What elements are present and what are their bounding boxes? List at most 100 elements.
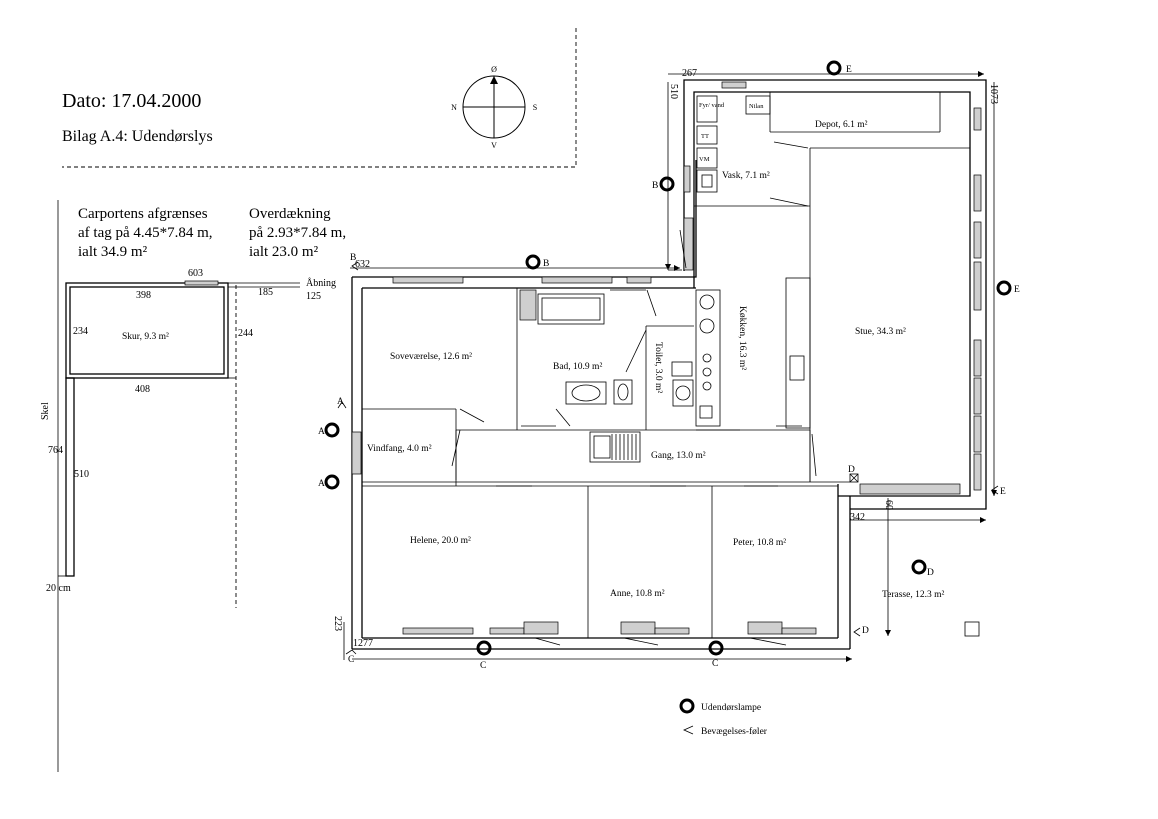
lamp-e-right: E [996, 280, 1020, 296]
room-depot: Depot, 6.1 m² [815, 120, 868, 130]
compass-s: S [533, 103, 537, 112]
shed [65, 280, 300, 577]
svg-text:Overdækning: Overdækning [249, 206, 331, 222]
room-skur: Skur, 9.3 m² [122, 332, 169, 342]
dim-603: 603 [188, 268, 203, 279]
dim-1073: 1073 [988, 84, 999, 104]
sensor-a: A [337, 397, 347, 409]
dim-125: 125 [306, 291, 321, 302]
room-vindfang: Vindfang, 4.0 m² [367, 443, 432, 454]
svg-text:B: B [543, 259, 549, 269]
legend-sensor-label: Bevægelses-føler [701, 726, 768, 737]
room-stue: Stue, 34.3 m² [855, 327, 906, 337]
date-title: Dato: 17.04.2000 [62, 90, 201, 112]
svg-text:Carportens afgrænses: Carportens afgrænses [78, 206, 208, 222]
dim-185: 185 [258, 287, 273, 298]
fixture-fyr: Fyr/ vand [699, 102, 725, 109]
svg-text:B: B [350, 253, 356, 263]
windows [351, 81, 982, 635]
room-bad: Bad, 10.9 m² [553, 362, 602, 372]
interior-walls [362, 92, 970, 638]
svg-text:A: A [318, 479, 325, 489]
dim-234: 234 [73, 326, 88, 337]
room-gang: Gang, 13.0 m² [651, 451, 706, 461]
skel-label: Skel [40, 402, 51, 420]
dim-244: 244 [238, 328, 253, 339]
dim-1277: 1277 [353, 638, 373, 649]
room-peter: Peter, 10.8 m² [733, 538, 786, 548]
dim-223: 223 [332, 616, 343, 631]
compass-v: V [491, 141, 497, 150]
room-toilet: Toilet, 3.0 m² [653, 342, 663, 393]
fixture-tt: TT [701, 133, 709, 140]
compass-rose: Ø V N S [451, 65, 537, 150]
lamp-a-upper: A [318, 422, 340, 438]
room-sovevaerelse: Soveværelse, 12.6 m² [390, 352, 472, 362]
fixtures: Fyr/ vand Nilan TT VM [537, 95, 811, 463]
dim-408: 408 [135, 384, 150, 395]
compass-o: Ø [491, 65, 497, 74]
dim-267: 267 [682, 68, 697, 79]
room-helene: Helene, 20.0 m² [410, 536, 471, 546]
svg-text:A: A [337, 397, 344, 407]
stair-icon [593, 434, 637, 460]
lamp-e-top: E [826, 60, 852, 76]
dim-60: 60 [883, 500, 894, 510]
sensor-d-marker [849, 473, 859, 483]
svg-text:D: D [927, 568, 934, 578]
svg-text:E: E [1014, 285, 1020, 295]
outdoor-lamps: E E B B A A C C [318, 60, 1020, 671]
legend-lamp-label: Udendørslampe [701, 703, 761, 713]
carport-note: Carportens afgrænses af tag på 4.45*7.84… [78, 206, 213, 260]
lamp-b-left: B [652, 176, 675, 192]
lamp-d-terrace: D [911, 559, 934, 578]
dim-632: 632 [355, 259, 370, 270]
lamp-a-lower: A [318, 474, 340, 490]
dim-342: 342 [850, 512, 865, 523]
room-vask: Vask, 7.1 m² [722, 171, 770, 181]
dim-510: 510 [74, 469, 89, 480]
svg-text:D: D [862, 626, 869, 636]
lamp-b-top: B [525, 254, 549, 270]
svg-text:A: A [318, 427, 325, 437]
sensor-b: B [350, 253, 359, 271]
svg-text:C: C [348, 655, 354, 665]
svg-text:C: C [480, 661, 486, 671]
svg-text:D: D [848, 465, 855, 475]
sensor-c: C [345, 649, 357, 665]
sensor-d: D D [848, 465, 869, 637]
room-koekken: Køkken, 16.3 m² [737, 306, 747, 370]
subtitle: Bilag A.4: Udendørslys [62, 128, 213, 145]
lamp-c-right: C [708, 640, 724, 669]
motion-sensors: B A C D D E [337, 253, 1006, 665]
dim-20cm: 20 cm [46, 583, 71, 594]
svg-text:B: B [652, 181, 658, 191]
fixture-vm: VM [699, 156, 710, 163]
dimension-lines [343, 71, 997, 662]
svg-text:E: E [1000, 487, 1006, 497]
svg-text:ialt 23.0 m²: ialt 23.0 m² [249, 244, 319, 260]
terrace-post [964, 621, 980, 637]
legend-sensor-icon [683, 725, 694, 735]
svg-text:C: C [712, 659, 718, 669]
dim-398: 398 [136, 290, 151, 301]
house-walls [351, 79, 987, 650]
doors [451, 141, 817, 646]
svg-text:ialt 34.9 m²: ialt 34.9 m² [78, 244, 148, 260]
svg-text:E: E [846, 65, 852, 75]
room-anne: Anne, 10.8 m² [610, 589, 665, 599]
room-terasse: Terasse, 12.3 m² [882, 590, 944, 600]
svg-text:på 2.93*7.84 m,: på 2.93*7.84 m, [249, 225, 346, 241]
dim-764: 764 [48, 445, 63, 456]
legend-lamp-icon [679, 698, 695, 714]
svg-text:af tag på 4.45*7.84 m,: af tag på 4.45*7.84 m, [78, 225, 213, 241]
abning-label: Åbning [306, 277, 336, 289]
lamp-c-left: C [476, 640, 492, 671]
overdaekning-note: Overdækning på 2.93*7.84 m, ialt 23.0 m² [249, 206, 346, 260]
legend: Udendørslampe Bevægelses-føler [679, 698, 768, 737]
compass-n: N [451, 103, 457, 112]
sensor-e: E [991, 485, 1006, 497]
dim-510b: 510 [668, 84, 679, 99]
fixture-nilan: Nilan [749, 103, 764, 110]
